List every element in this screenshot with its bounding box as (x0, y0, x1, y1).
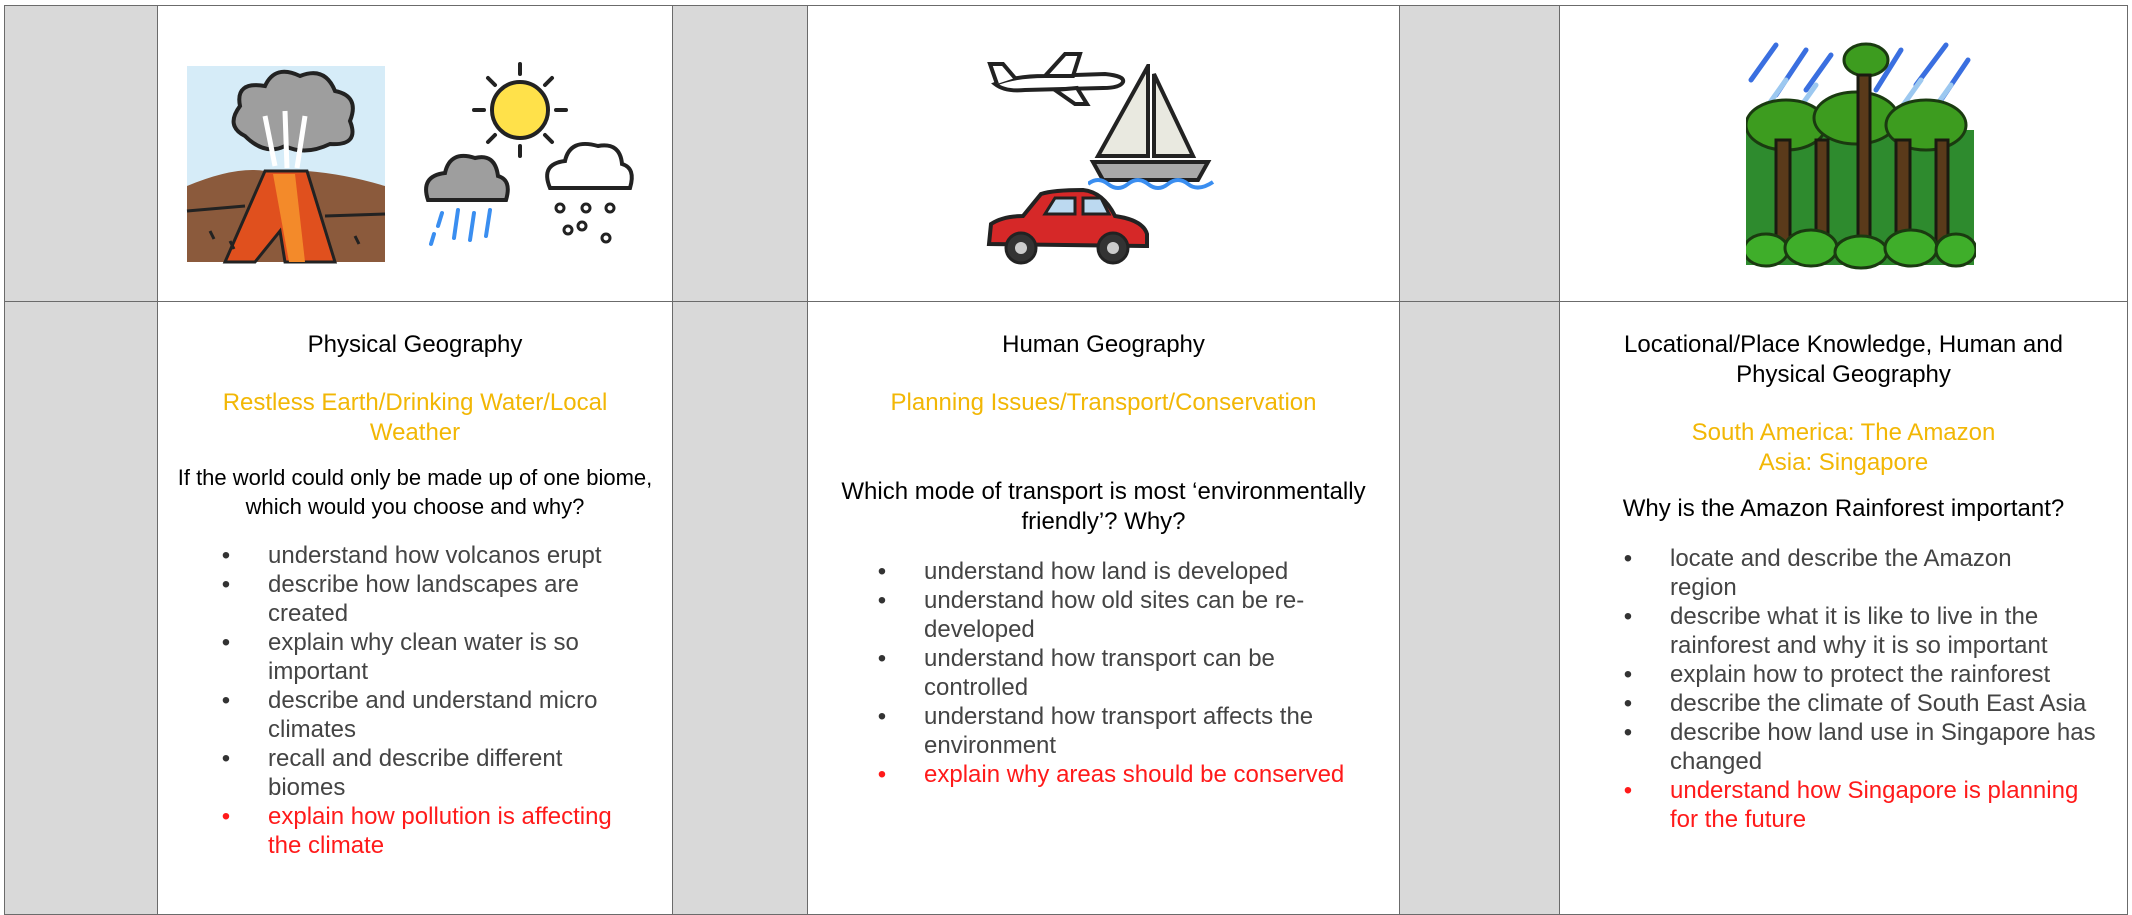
list-item: describe how land use in Singapore hasch… (1618, 718, 2125, 776)
enquiry-question: If the world could only be made up of on… (177, 465, 653, 490)
volcano-icon (186, 66, 386, 264)
enquiry-question: which would you choose and why? (245, 494, 585, 519)
list-item: understand how land is developed (872, 557, 1397, 586)
objective-list: understand how volcanos erupt describe h… (216, 541, 670, 860)
gray-cell (4, 5, 158, 302)
gray-cell (672, 5, 808, 302)
list-item: describe what it is like to live in ther… (1618, 602, 2125, 660)
column-title: Locational/Place Knowledge, Human and (1624, 331, 2063, 358)
gray-cell (4, 301, 158, 915)
airplane-icon (987, 52, 1126, 106)
list-item-highlight: explain why areas should be conserved (872, 760, 1397, 789)
list-item: understand how old sites can be re-devel… (872, 586, 1397, 644)
human-geography-content: Human Geography Planning Issues/Transpor… (810, 330, 1397, 789)
list-item-highlight: understand how Singapore is planningfor … (1618, 776, 2125, 834)
enquiry-question: Which mode of transport is most ‘environ… (841, 478, 1366, 505)
physical-geography-content: Physical Geography Restless Earth/Drinki… (160, 330, 670, 860)
list-item: understand how transport affects theenvi… (872, 702, 1397, 760)
image-cell-physical (157, 5, 673, 302)
enquiry-question: Why is the Amazon Rainforest important? (1622, 495, 2065, 522)
column-title: Human Geography (1002, 331, 1205, 358)
weather-icon (424, 62, 634, 246)
enquiry-question: friendly’? Why? (1021, 508, 1186, 535)
sailboat-icon (1088, 64, 1215, 190)
topic-line: Restless Earth/Drinking Water/Local (222, 389, 608, 416)
image-cell-locational (1559, 5, 2128, 302)
gray-cell (1399, 5, 1560, 302)
car-icon (986, 187, 1149, 265)
list-item: understand how volcanos erupt (216, 541, 670, 570)
topic-line: Planning Issues/Transport/Conservation (890, 389, 1317, 416)
list-item: explain how to protect the rainforest (1618, 660, 2125, 689)
topic-line: South America: The Amazon (1691, 419, 1996, 446)
column-title: Physical Geography (307, 331, 523, 358)
rainforest-icon (1746, 42, 1976, 270)
topic-line: Asia: Singapore (1758, 449, 1929, 476)
locational-knowledge-content: Locational/Place Knowledge, Human and Ph… (1562, 330, 2125, 834)
list-item: understand how transport can becontrolle… (872, 644, 1397, 702)
gray-cell (672, 301, 808, 915)
image-cell-human (807, 5, 1400, 302)
gray-cell (1399, 301, 1560, 915)
objective-list: understand how land is developed underst… (872, 557, 1397, 789)
topic-line: Weather (369, 419, 461, 446)
list-item: describe the climate of South East Asia (1618, 689, 2125, 718)
column-title: Physical Geography (1736, 361, 1951, 388)
